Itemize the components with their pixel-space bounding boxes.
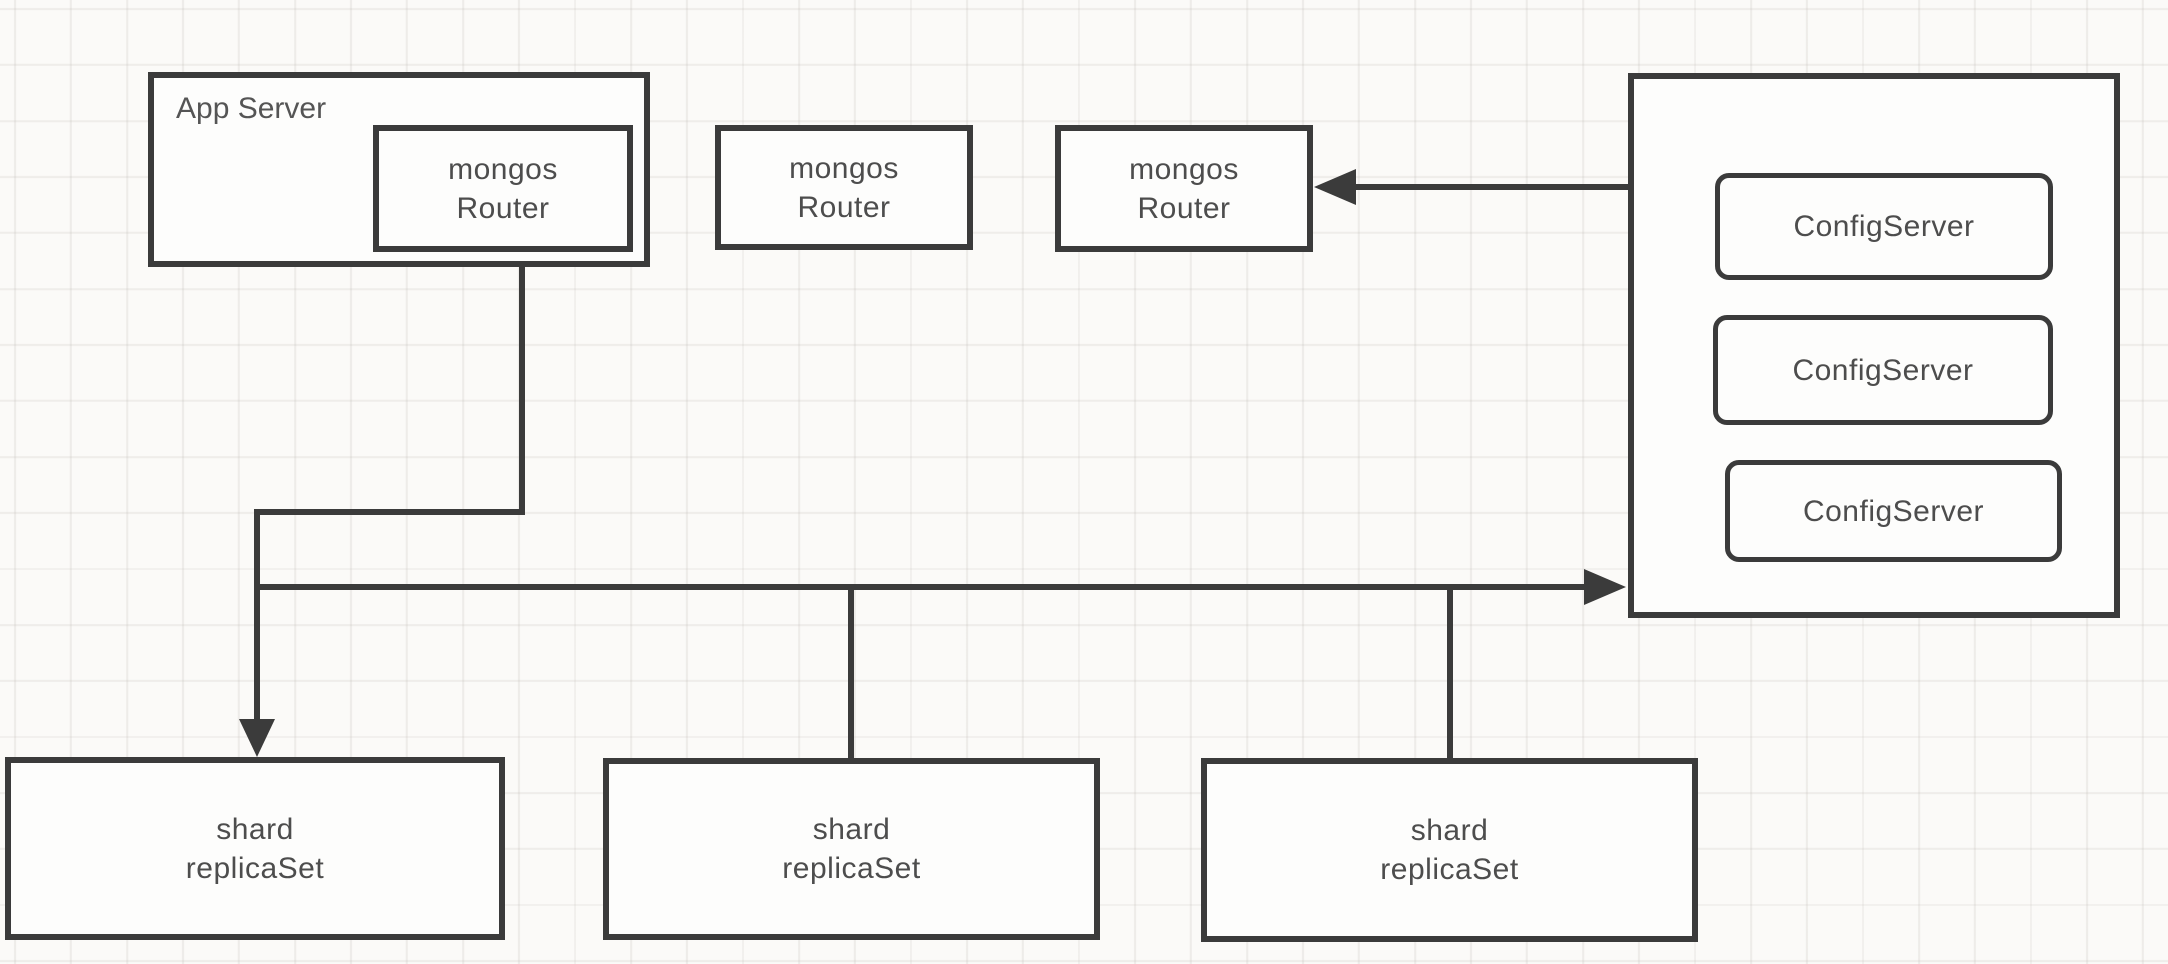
configserver-box-3: ConfigServer: [1725, 460, 2062, 562]
mongos-router-2-line1: mongos: [789, 151, 899, 185]
mongos-router-1-line1: mongos: [448, 152, 558, 186]
shard-1-line1: shard: [216, 812, 294, 846]
configserver-2-label: ConfigServer: [1792, 353, 1974, 387]
configserver-box-1: ConfigServer: [1715, 173, 2053, 280]
app-server-label: App Server: [176, 92, 327, 125]
arrowhead-down-shard1-icon: [239, 719, 275, 757]
shard-replicaset-box-2: shard replicaSet: [603, 758, 1100, 940]
arrowhead-left-router3-icon: [1314, 169, 1356, 205]
configserver-1-label: ConfigServer: [1793, 210, 1975, 243]
shard-replicaset-box-1: shard replicaSet: [5, 757, 505, 940]
mongos-router-box-3: mongos Router: [1055, 125, 1313, 252]
edge-appserver-jog-left: [254, 509, 525, 515]
configserver-3-label: ConfigServer: [1802, 494, 1985, 528]
edge-bus-to-configgroup: [254, 584, 1586, 590]
mongos-router-2-line2: Router: [797, 190, 891, 224]
arrowhead-right-configgroup-icon: [1584, 569, 1626, 605]
edge-junction-to-shard1: [254, 509, 260, 721]
edge-bus-to-shard3: [1447, 584, 1453, 758]
mongos-router-box-1: mongos Router: [373, 125, 633, 252]
edge-configgroup-to-router3: [1356, 184, 1628, 190]
mongos-router-box-2: mongos Router: [715, 125, 973, 250]
mongos-router-3-line2: Router: [1137, 191, 1231, 225]
shard-2-line1: shard: [812, 813, 891, 846]
mongos-router-1-line2: Router: [456, 191, 550, 225]
shard-replicaset-box-3: shard replicaSet: [1201, 758, 1698, 942]
shard-3-line2: replicaSet: [1380, 853, 1519, 886]
mongos-router-3-line1: mongos: [1129, 152, 1239, 186]
configserver-box-2: ConfigServer: [1713, 315, 2053, 425]
shard-1-line2: replicaSet: [185, 851, 325, 885]
shard-2-line2: replicaSet: [782, 852, 921, 885]
shard-3-line1: shard: [1410, 814, 1489, 847]
edge-bus-to-shard2: [848, 584, 854, 758]
edge-appserver-router-drop: [519, 267, 525, 515]
